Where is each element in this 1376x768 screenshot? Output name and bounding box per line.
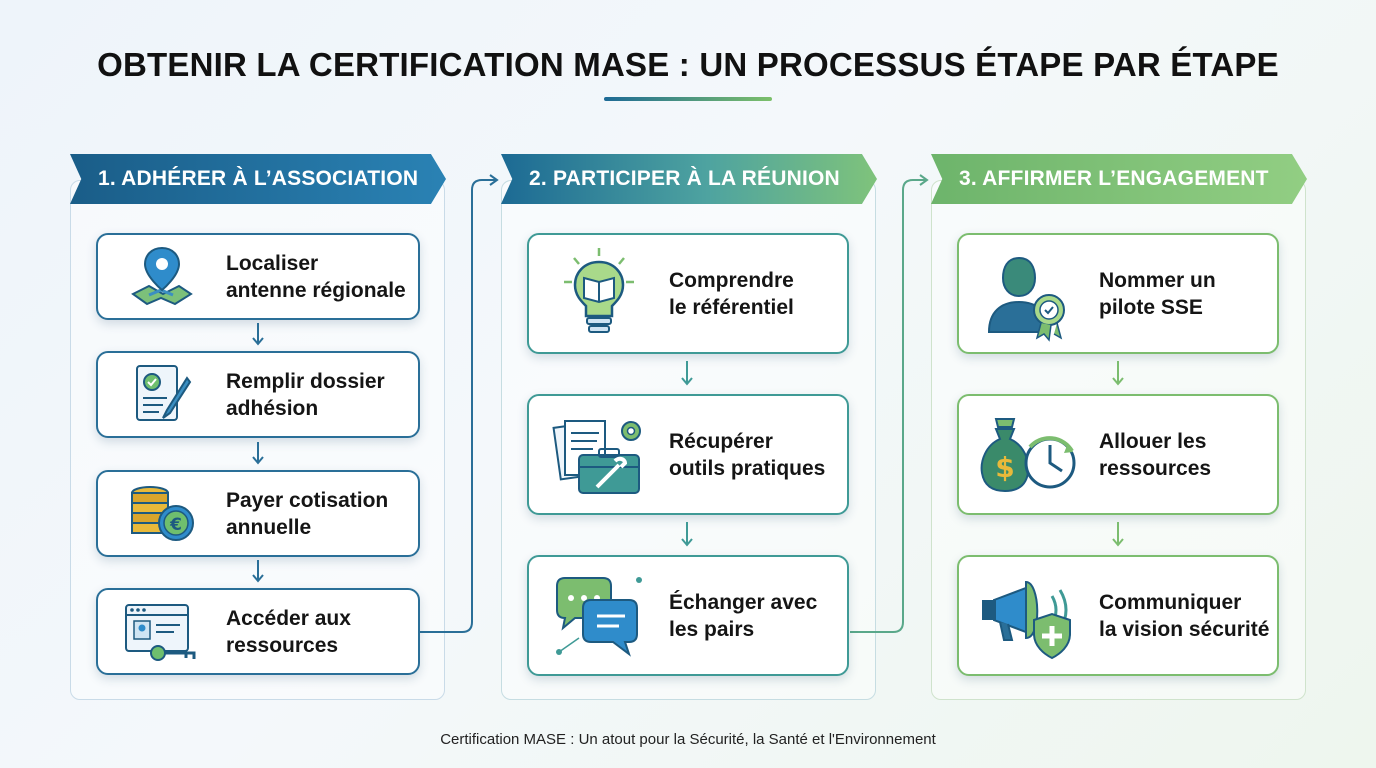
card-label: Payer cotisation annuelle bbox=[226, 488, 389, 539]
card-label: Localiser antenne régionale bbox=[226, 251, 406, 302]
card-remplir-dossier: Remplir dossier adhésion bbox=[96, 351, 420, 438]
card-allouer-ressources: $ Allouer les ressources bbox=[957, 394, 1279, 515]
footer-caption: Certification MASE : Un atout pour la Sé… bbox=[440, 731, 936, 748]
browser-key-icon bbox=[98, 590, 226, 673]
arrow-down-icon bbox=[681, 361, 693, 386]
svg-text:$: $ bbox=[995, 451, 1014, 484]
card-nommer-pilote: Nommer un pilote SSE bbox=[957, 233, 1279, 354]
card-recuperer-outils: Récupérer outils pratiques bbox=[527, 394, 849, 515]
arrow-down-icon bbox=[681, 522, 693, 547]
chat-bubbles-icon bbox=[529, 557, 669, 674]
form-pen-icon bbox=[98, 353, 226, 436]
card-communiquer-vision: Communiquer la vision sécurité bbox=[957, 555, 1279, 676]
step-1-heading: 1. ADHÉRER À L’ASSOCIATION bbox=[70, 154, 446, 204]
person-badge-icon bbox=[959, 235, 1099, 352]
card-label: Échanger avec les pairs bbox=[669, 590, 818, 641]
megaphone-shield-icon bbox=[959, 557, 1099, 674]
card-label: Nommer un pilote SSE bbox=[1099, 268, 1216, 319]
lightbulb-book-icon bbox=[529, 235, 669, 352]
arrow-down-icon bbox=[252, 323, 264, 346]
arrow-down-icon bbox=[1112, 361, 1124, 386]
money-clock-icon: $ bbox=[959, 396, 1099, 513]
card-comprendre-referentiel: Comprendre le référentiel bbox=[527, 233, 849, 354]
card-label: Communiquer la vision sécurité bbox=[1099, 590, 1270, 641]
card-label: Comprendre le référentiel bbox=[669, 268, 794, 319]
card-payer-cotisation: € Payer cotisation annuelle bbox=[96, 470, 420, 557]
card-label: Récupérer outils pratiques bbox=[669, 429, 826, 480]
arrow-down-icon bbox=[1112, 522, 1124, 547]
card-localiser-antenne: Localiser antenne régionale bbox=[96, 233, 420, 320]
step-3-heading: 3. AFFIRMER L’ENGAGEMENT bbox=[931, 154, 1307, 204]
card-label: Allouer les ressources bbox=[1099, 429, 1212, 480]
card-label: Remplir dossier adhésion bbox=[226, 369, 385, 420]
coins-euro-icon: € bbox=[98, 472, 226, 555]
page-title: OBTENIR LA CERTIFICATION MASE : UN PROCE… bbox=[97, 46, 1279, 83]
arrow-down-icon bbox=[252, 560, 264, 583]
step-2-heading: 2. PARTICIPER À LA RÉUNION bbox=[501, 154, 877, 204]
card-echanger-pairs: Échanger avec les pairs bbox=[527, 555, 849, 676]
card-label: Accéder aux ressources bbox=[226, 606, 351, 657]
svg-text:€: € bbox=[169, 515, 182, 535]
documents-toolbox-icon bbox=[529, 396, 669, 513]
map-pin-icon bbox=[98, 235, 226, 318]
title-underline bbox=[604, 97, 772, 101]
arrow-down-icon bbox=[252, 442, 264, 465]
card-acceder-ressources: Accéder aux ressources bbox=[96, 588, 420, 675]
